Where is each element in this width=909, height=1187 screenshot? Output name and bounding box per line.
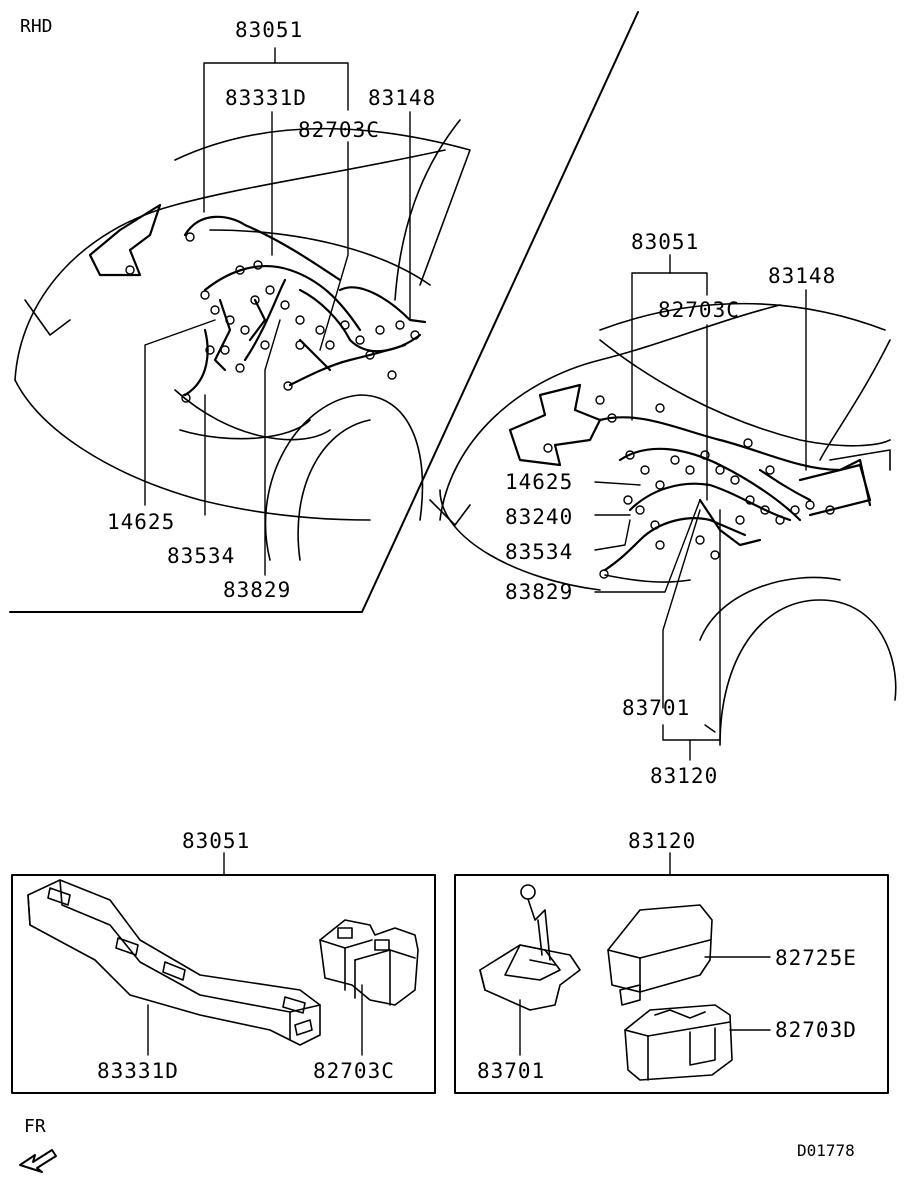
variant-label: RHD xyxy=(20,16,53,37)
part-label-83051-left: 83051 xyxy=(235,18,304,42)
part-label-82703d: 82703D xyxy=(775,1018,857,1042)
box-title-83051: 83051 xyxy=(182,829,251,853)
right-harness xyxy=(508,383,872,572)
box-83120-frame xyxy=(454,874,889,1094)
cover-82725e xyxy=(607,904,713,1006)
part-label-83331d-left: 83331D xyxy=(225,86,307,110)
relay-box-82703d xyxy=(624,1004,733,1081)
part-label-14625-right: 14625 xyxy=(505,470,574,494)
part-label-83701-box: 83701 xyxy=(477,1059,546,1083)
part-label-83534-left: 83534 xyxy=(167,544,236,568)
view-divider xyxy=(9,11,639,613)
part-label-82703c-box: 82703C xyxy=(313,1059,395,1083)
part-label-83148-left: 83148 xyxy=(368,86,437,110)
part-label-83240-right: 83240 xyxy=(505,505,574,529)
right-leaders xyxy=(594,254,807,761)
right-car-body xyxy=(429,302,897,746)
part-label-82703c-right: 82703C xyxy=(658,298,740,322)
box-title-83120: 83120 xyxy=(628,829,697,853)
left-harness xyxy=(88,203,427,397)
fuse-holder-83701 xyxy=(479,884,581,1011)
relay-82703c xyxy=(319,919,419,1006)
part-label-14625-left: 14625 xyxy=(107,510,176,534)
part-label-83331d-box: 83331D xyxy=(97,1059,179,1083)
part-label-82725e: 82725E xyxy=(775,946,857,970)
part-label-83051-right: 83051 xyxy=(631,230,700,254)
left-connectors xyxy=(125,232,420,403)
part-label-82703c-left: 82703C xyxy=(298,118,380,142)
bracket-83331d xyxy=(27,879,321,1046)
fr-arrow-icon xyxy=(19,1149,57,1173)
left-car-body xyxy=(14,119,471,561)
drawing-id: D01778 xyxy=(797,1141,855,1160)
part-label-83148-right: 83148 xyxy=(768,264,837,288)
part-label-83829-right: 83829 xyxy=(505,580,574,604)
part-label-83829-left: 83829 xyxy=(223,578,292,602)
part-label-83120-right: 83120 xyxy=(650,764,719,788)
direction-label: FR xyxy=(24,1116,46,1137)
left-leaders xyxy=(144,47,411,576)
part-label-83534-right: 83534 xyxy=(505,540,574,564)
right-connectors xyxy=(543,395,835,579)
part-label-83701-right: 83701 xyxy=(622,696,691,720)
